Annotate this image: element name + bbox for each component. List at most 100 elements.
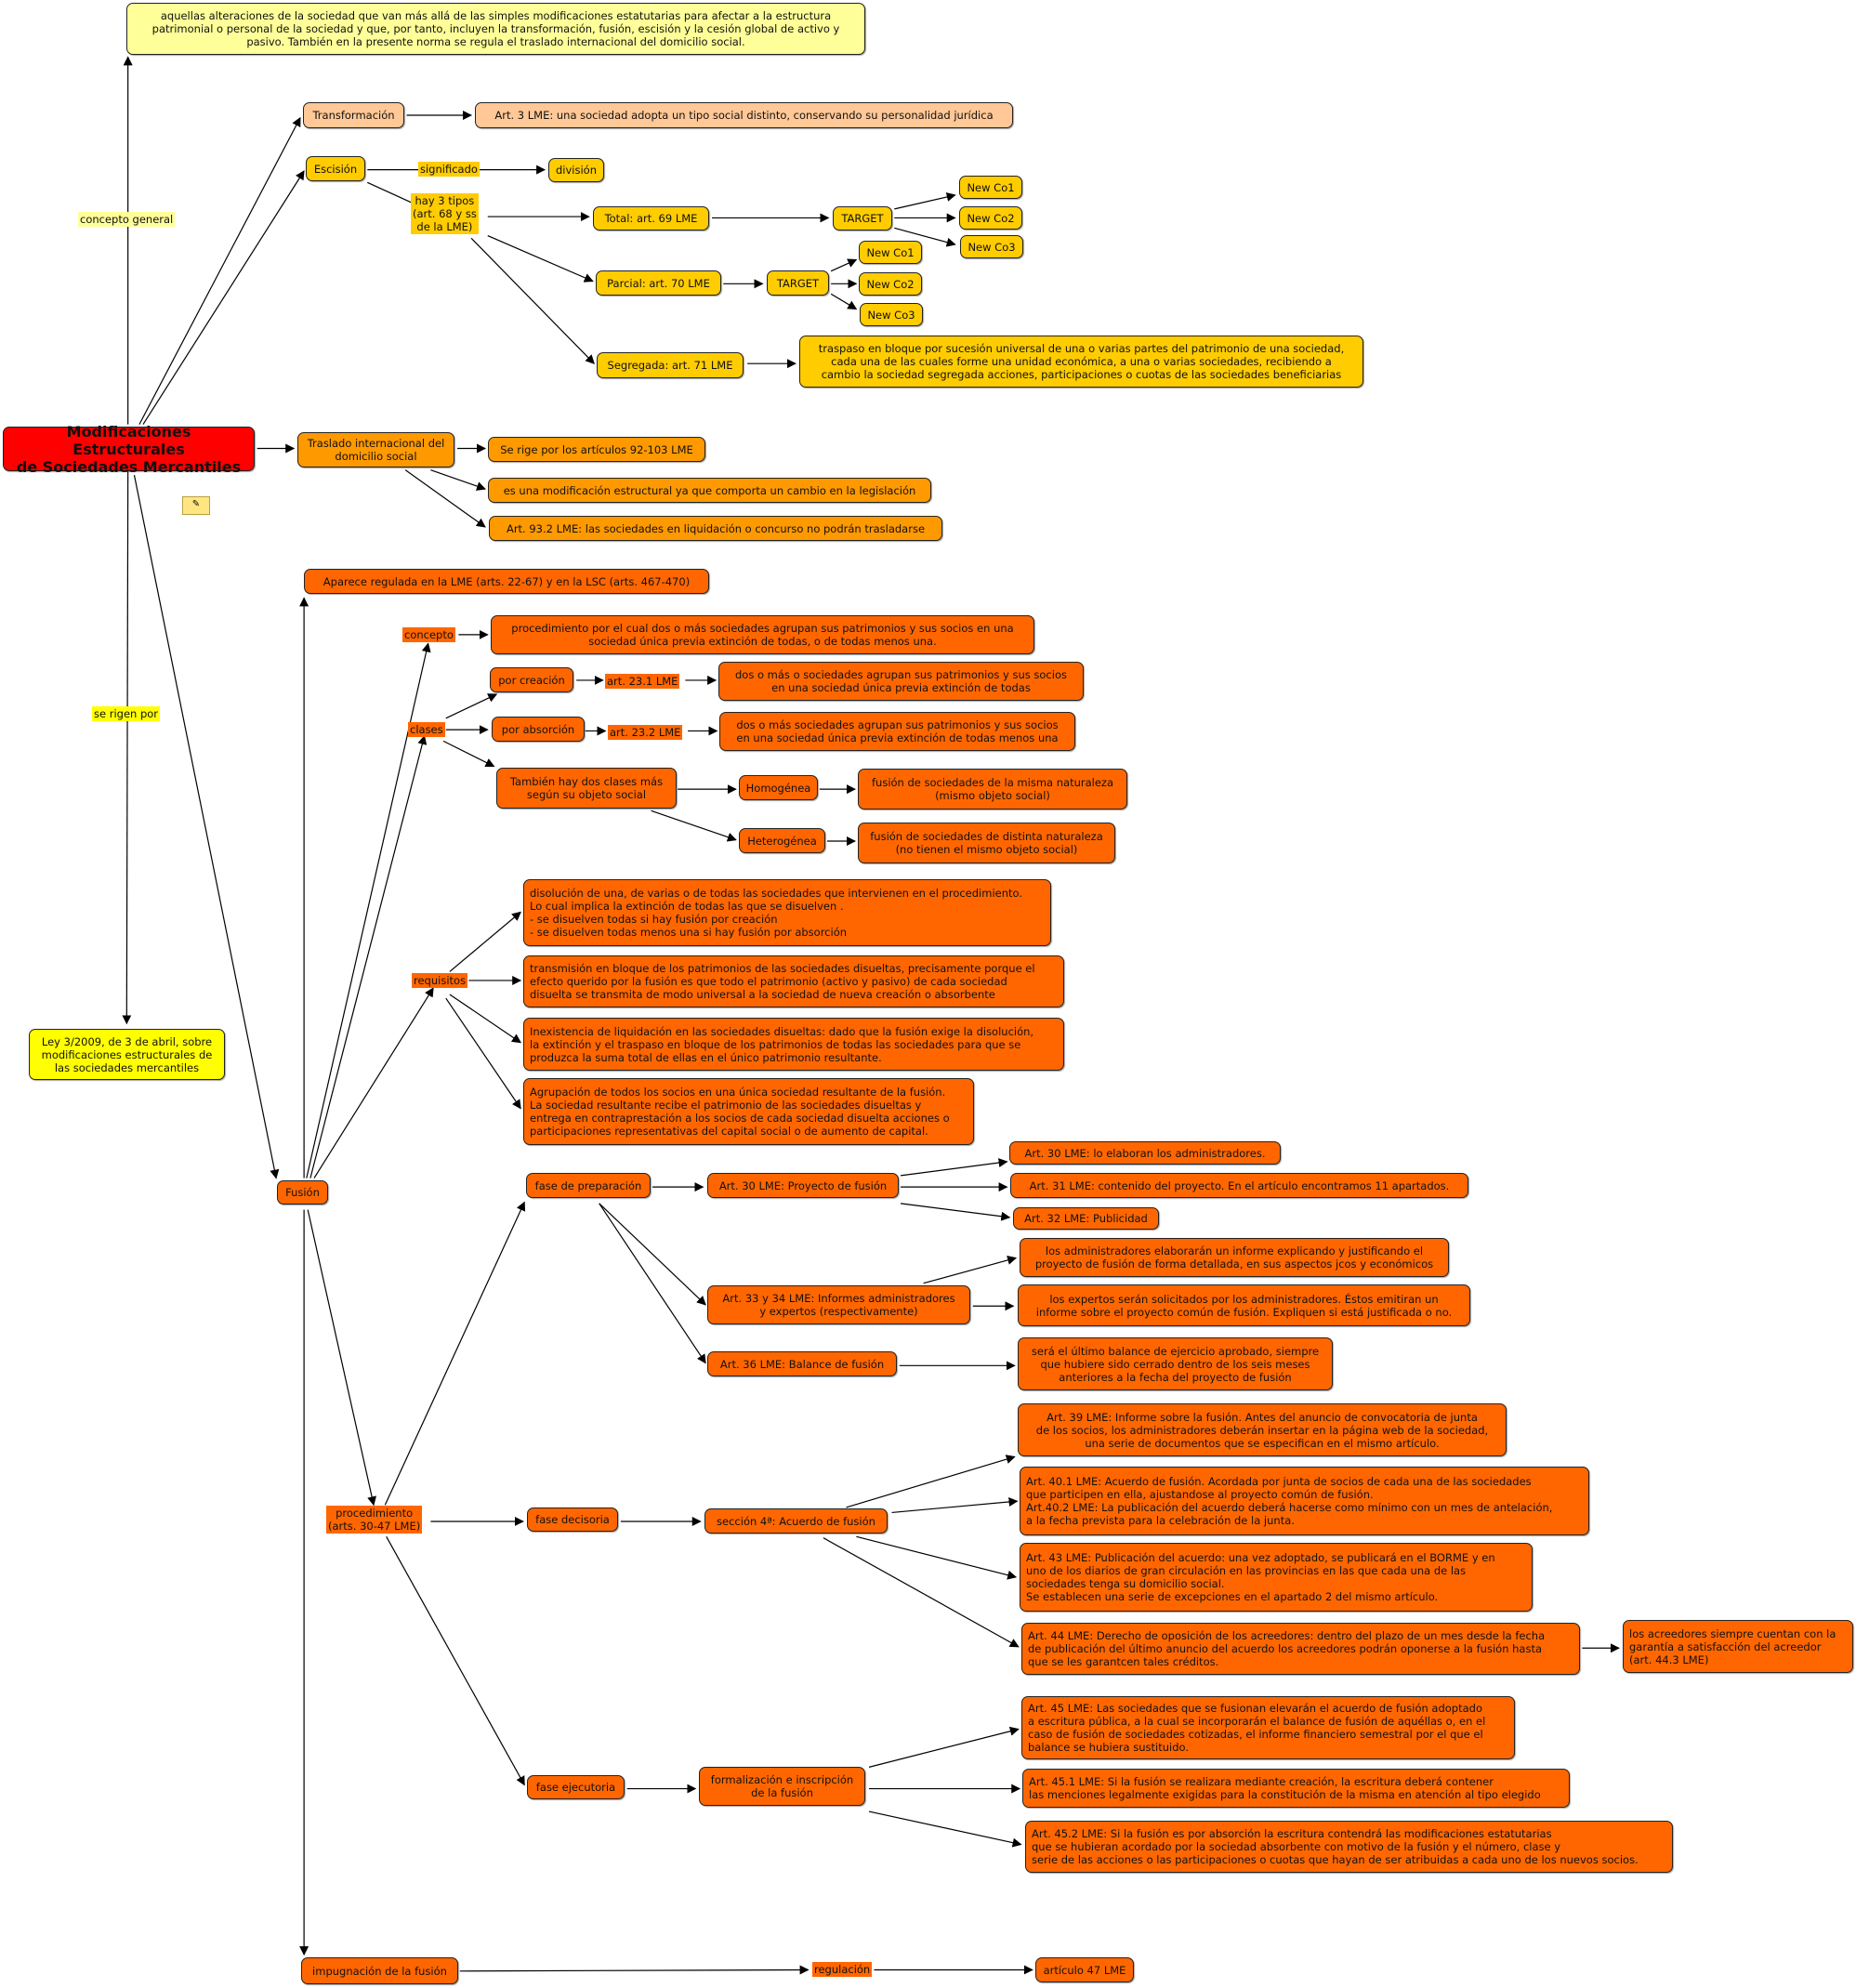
connector-arrow xyxy=(122,471,132,1025)
connector-arrow xyxy=(442,740,495,768)
link-hay-3-tipos: hay 3 tipos (art. 68 y ss de la LME) xyxy=(411,193,479,234)
traslado-node[interactable]: Traslado internacional del domicilio soc… xyxy=(297,432,454,467)
link-se-rigen-por: se rigen por xyxy=(92,706,161,721)
segregada-node[interactable]: Segregada: art. 71 LME xyxy=(597,352,744,378)
newco1-node[interactable]: New Co1 xyxy=(859,241,922,264)
art33-34-node[interactable]: Art. 33 y 34 LME: Informes administrador… xyxy=(707,1285,970,1324)
division-node[interactable]: división xyxy=(548,158,604,182)
connector-arrow xyxy=(901,1203,1011,1221)
connector-arrow xyxy=(923,1256,1018,1284)
newco2-node[interactable]: New Co2 xyxy=(859,272,922,296)
target-node[interactable]: TARGET xyxy=(767,270,829,296)
link-significado: significado xyxy=(418,162,480,177)
connector-arrow xyxy=(651,810,737,842)
notes-icon[interactable]: ✎ xyxy=(182,496,210,515)
newco3-node[interactable]: New Co3 xyxy=(860,303,923,326)
connector-arrow xyxy=(487,234,594,283)
connector-arrow xyxy=(868,1726,1020,1768)
ley-node[interactable]: Ley 3/2009, de 3 de abril, sobre modific… xyxy=(29,1029,225,1080)
traspaso-node[interactable]: traspaso en bloque por sucesión universa… xyxy=(799,336,1363,388)
homogenea-def-node[interactable]: fusión de sociedades de la misma natural… xyxy=(858,769,1127,810)
requisito-inexistencia-node[interactable]: Inexistencia de liquidación en las socie… xyxy=(523,1018,1064,1071)
art30-elaboran-node[interactable]: Art. 30 LME: lo elaboran los administrad… xyxy=(1009,1141,1281,1165)
requisito-transmision-node[interactable]: transmisión en bloque de los patrimonios… xyxy=(523,955,1064,1007)
formalizacion-node[interactable]: formalización e inscripción de la fusión xyxy=(699,1767,865,1806)
acreedores-node[interactable]: los acreedores siempre cuentan con la ga… xyxy=(1623,1620,1853,1673)
es-una-node[interactable]: es una modificación estructural ya que c… xyxy=(488,478,931,503)
creacion-def-node[interactable]: dos o más o sociedades agrupan sus patri… xyxy=(718,662,1084,701)
connector-arrow xyxy=(891,1496,1019,1514)
connector-arrow xyxy=(830,258,858,272)
connector-arrow xyxy=(306,642,431,1178)
fase-ejecutoria-node[interactable]: fase ejecutoria xyxy=(527,1775,625,1799)
absorcion-def-node[interactable]: dos o más sociedades agrupan sus patrimo… xyxy=(719,712,1075,751)
connector-arrow xyxy=(133,475,280,1179)
link-clases: clases xyxy=(408,722,445,737)
art44-node[interactable]: Art. 44 LME: Derecho de oposición de los… xyxy=(1021,1623,1580,1675)
connector-arrow xyxy=(823,1537,1020,1648)
parcial-node[interactable]: Parcial: art. 70 LME xyxy=(596,270,721,296)
art32-node[interactable]: Art. 32 LME: Publicidad xyxy=(1013,1207,1159,1230)
target-node[interactable]: TARGET xyxy=(833,206,892,230)
tambien-node[interactable]: También hay dos clases más según su obje… xyxy=(496,768,677,809)
connector-arrow xyxy=(367,181,413,204)
definition-node[interactable]: aquellas alteraciones de la sociedad que… xyxy=(126,3,865,55)
balance-node[interactable]: será el último balance de ejercicio apro… xyxy=(1018,1337,1333,1390)
connector-arrow xyxy=(449,994,522,1044)
connector-arrow xyxy=(307,1209,377,1507)
rige-node[interactable]: Se rige por los artículos 92-103 LME xyxy=(488,437,705,462)
art93-node[interactable]: Art. 93.2 LME: las sociedades en liquida… xyxy=(489,516,942,541)
connector-arrow xyxy=(309,734,428,1178)
connector-arrow xyxy=(404,469,486,528)
root-node[interactable]: Modificaciones Estructurales de Sociedad… xyxy=(3,423,255,476)
art40-node[interactable]: Art. 40.1 LME: Acuerdo de fusión. Acorda… xyxy=(1020,1467,1589,1535)
art3-node[interactable]: Art. 3 LME: una sociedad adopta un tipo … xyxy=(475,102,1013,128)
homogenea-node[interactable]: Homogénea xyxy=(739,775,818,800)
aparece-node[interactable]: Aparece regulada en la LME (arts. 22-67)… xyxy=(304,569,709,594)
requisito-agrupacion-node[interactable]: Agrupación de todos los socios en una ún… xyxy=(523,1078,974,1145)
heterogenea-def-node[interactable]: fusión de sociedades de distinta natural… xyxy=(858,823,1115,863)
connector-arrow xyxy=(470,237,595,364)
art43-node[interactable]: Art. 43 LME: Publicación del acuerdo: un… xyxy=(1020,1543,1533,1612)
art45-1-node[interactable]: Art. 45.1 LME: Si la fusión se realizara… xyxy=(1022,1769,1570,1808)
art36-node[interactable]: Art. 36 LME: Balance de fusión xyxy=(707,1351,897,1376)
impugnacion-node[interactable]: impugnación de la fusión xyxy=(301,1957,458,1984)
art45-2-node[interactable]: Art. 45.2 LME: Si la fusión es por absor… xyxy=(1025,1821,1673,1873)
art30-proyecto-node[interactable]: Art. 30 LME: Proyecto de fusión xyxy=(707,1173,899,1198)
link-concepto: concepto xyxy=(402,627,455,642)
informe-administradores-node[interactable]: los administradores elaborarán un inform… xyxy=(1020,1238,1449,1277)
connector-arrow xyxy=(449,911,521,972)
heterogenea-node[interactable]: Heterogénea xyxy=(739,828,825,853)
connector-arrow xyxy=(894,192,956,210)
fusion-node[interactable]: Fusión xyxy=(277,1180,328,1205)
connector-arrow xyxy=(445,997,521,1110)
fase-preparacion-node[interactable]: fase de preparación xyxy=(526,1173,651,1198)
transformacion-node[interactable]: Transformación xyxy=(303,102,404,128)
total-node[interactable]: Total: art. 69 LME xyxy=(593,206,709,230)
art47-node[interactable]: artículo 47 LME xyxy=(1035,1957,1134,1982)
concepto-fusion-node[interactable]: procedimiento por el cual dos o más soci… xyxy=(491,615,1034,654)
newco2-node[interactable]: New Co2 xyxy=(959,206,1022,230)
connector-arrow xyxy=(868,1810,1022,1848)
informe-expertos-node[interactable]: los expertos serán solicitados por los a… xyxy=(1018,1284,1470,1326)
connector-arrow xyxy=(138,116,301,425)
por-absorcion-node[interactable]: por absorción xyxy=(492,717,585,742)
art31-node[interactable]: Art. 31 LME: contenido del proyecto. En … xyxy=(1010,1173,1468,1198)
art45-node[interactable]: Art. 45 LME: Las sociedades que se fusio… xyxy=(1021,1696,1515,1759)
por-creacion-node[interactable]: por creación xyxy=(490,667,573,692)
link-requisitos: requisitos xyxy=(412,973,468,988)
requisito-disolucion-node[interactable]: disolución de una, de varias o de todas … xyxy=(523,879,1051,946)
newco3-node[interactable]: New Co3 xyxy=(960,235,1023,258)
connector-arrow xyxy=(386,1536,525,1786)
connector-arrow xyxy=(830,293,858,310)
connector-arrow xyxy=(599,1203,706,1306)
newco1-node[interactable]: New Co1 xyxy=(959,176,1022,199)
connector-arrow xyxy=(856,1535,1018,1580)
link-art-23-2: art. 23.2 LME xyxy=(608,725,683,740)
art39-node[interactable]: Art. 39 LME: Informe sobre la fusión. An… xyxy=(1018,1403,1507,1456)
escision-node[interactable]: Escisión xyxy=(306,156,365,181)
link-concepto-general: concepto general xyxy=(78,212,176,227)
fase-decisoria-node[interactable]: fase decisoria xyxy=(527,1507,618,1532)
seccion4-node[interactable]: sección 4ª: Acuerdo de fusión xyxy=(704,1508,888,1534)
